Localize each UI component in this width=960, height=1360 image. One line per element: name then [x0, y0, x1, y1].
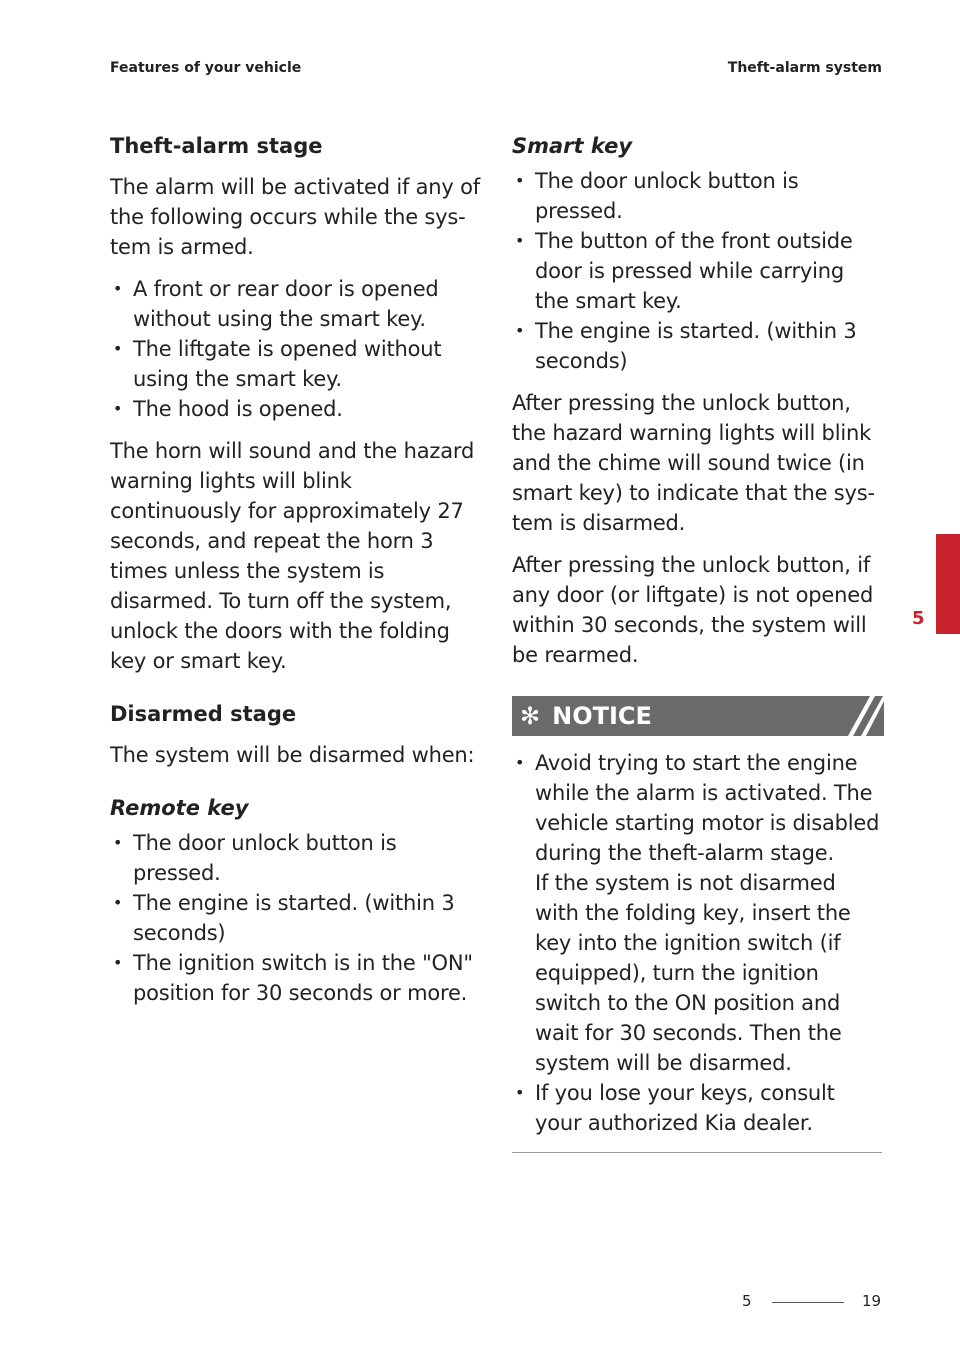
alarm-trigger-list: A front or rear door is opened without u…: [110, 274, 480, 424]
notice-end-rule: [512, 1152, 882, 1153]
list-item: If you lose your keys, consult your auth…: [512, 1078, 884, 1138]
notice-asterisk-icon: ✻: [520, 702, 541, 730]
remote-key-list: The door unlock button is pressed. The e…: [110, 828, 480, 1008]
double-slash-icon: [848, 696, 884, 736]
list-item: The engine is started. (within 3 seconds…: [110, 888, 480, 948]
heading-theft-alarm-stage: Theft-alarm stage: [110, 134, 323, 158]
heading-smart-key: Smart key: [512, 134, 633, 158]
notice-item-text: Avoid trying to start the engine while t…: [535, 751, 880, 865]
heading-disarmed-stage: Disarmed stage: [110, 702, 297, 726]
alarm-intro-paragraph: The alarm will be activated if any of th…: [110, 175, 480, 259]
left-column: Theft-alarm stage The alarm will be acti…: [110, 130, 480, 1020]
list-item: Avoid trying to start the engine while t…: [512, 748, 884, 1078]
heading-remote-key: Remote key: [110, 796, 249, 820]
footer-divider: [772, 1302, 844, 1303]
disarm-indication-paragraph: After pressing the unlock button, the ha…: [512, 391, 875, 535]
chapter-side-tab: [936, 534, 960, 634]
footer-page-number: 19: [862, 1292, 882, 1310]
footer-section-number: 5: [742, 1292, 752, 1310]
list-item: A front or rear door is opened without u…: [110, 274, 480, 334]
notice-list: Avoid trying to start the engine while t…: [512, 748, 884, 1138]
header-topic-title: Theft-alarm system: [727, 60, 882, 76]
list-item: The button of the front outside door is …: [512, 226, 884, 316]
list-item: The door unlock button is pressed.: [512, 166, 884, 226]
list-item: The engine is started. (within 3 seconds…: [512, 316, 884, 376]
horn-paragraph: The horn will sound and the hazard warni…: [110, 439, 475, 673]
notice-title: NOTICE: [552, 702, 652, 730]
disarm-intro-paragraph: The system will be disarmed when:: [110, 743, 475, 767]
list-item: The door unlock button is pressed.: [110, 828, 480, 888]
notice-item-text: If the system is not disarmed with the f…: [535, 871, 851, 1075]
smart-key-list: The door unlock button is pressed. The b…: [512, 166, 884, 376]
right-column: Smart key The door unlock button is pres…: [512, 130, 884, 1153]
notice-banner: ✻ NOTICE: [512, 696, 884, 736]
chapter-number: 5: [912, 608, 925, 629]
list-item: The liftgate is opened without using the…: [110, 334, 480, 394]
list-item: The hood is opened.: [110, 394, 480, 424]
rearm-paragraph: After pressing the unlock button, if any…: [512, 553, 874, 667]
list-item: The ignition switch is in the "ON" posit…: [110, 948, 480, 1008]
header-section-title: Features of your vehicle: [110, 60, 302, 76]
